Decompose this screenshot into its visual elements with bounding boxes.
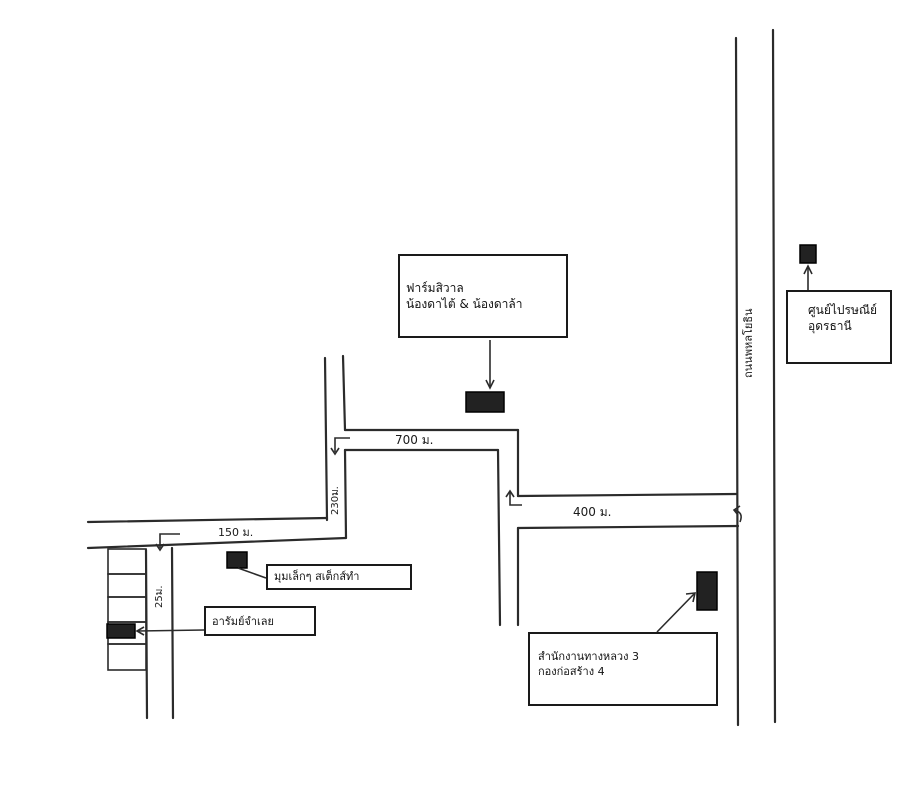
road-230-right-bottom [343,448,348,540]
highway-left-edge [734,36,740,727]
turn-arrow-icon [733,509,742,523]
highway-office-building-icon [696,571,718,611]
connector-inner [496,448,502,627]
shop-building-icon [226,551,248,569]
road-150-bottom [86,536,348,550]
highway-right-edge [771,28,777,724]
shop-name: มุมเล็กๆ สเต็กส์ทำ [274,570,360,583]
distance-150-label: 150 ม. [218,526,253,539]
distance-230-label: 230ม. [330,486,341,515]
turn-arrow-icon [334,437,350,452]
farm-name: ฟาร์มสิวาล [406,281,464,295]
road-400-bottom [516,524,740,530]
office-building-icon [106,623,136,639]
arrowhead-icon [155,543,165,552]
post-office-label-box: ศูนย์ไปรษณีย์ อุดรธานี [786,290,892,364]
shop-label-box: มุมเล็กๆ สเต็กส์ทำ [266,564,412,590]
row-houses [107,548,147,671]
arrowhead-icon [685,592,697,603]
road-230-left [323,356,329,522]
arrowhead-icon [485,379,495,390]
road-25-right [170,546,175,720]
highway-office-name: สำนักงานทางหลวง 3 [538,650,639,663]
office-name: อารัมย์จำเลย [212,615,274,628]
main-road-label: ถนนพหลโยธิน [741,308,755,378]
turn-arrow-icon [159,533,180,548]
distance-700-label: 700 ม. [395,433,433,447]
road-400-top [516,492,738,498]
arrowhead-icon [505,489,515,498]
distance-25-label: 25ม. [154,586,165,609]
highway-office-pointer [656,593,695,633]
arrowhead-icon [732,505,741,516]
turn-arrow-icon [509,492,522,506]
arrowhead-icon [330,447,340,456]
office-pointer [137,629,205,632]
post-office-building-icon [799,244,817,264]
farm-building-icon [465,391,505,413]
post-office-name: ศูนย์ไปรษณีย์ [808,303,878,317]
road-150-top [86,516,329,524]
distance-400-label: 400 ม. [573,505,611,519]
arrowhead-icon [803,264,813,275]
farm-subtitle: น้องดาไต้ & น้องดาล้า [406,297,523,312]
highway-office-division: กองก่อสร้าง 4 [538,664,605,678]
post-office-city: อุดรธานี [808,319,852,334]
road-230-right-top [341,354,347,432]
office-label-box: อารัมย์จำเลย [204,606,316,636]
arrowhead-icon [135,626,145,636]
highway-office-label-box: สำนักงานทางหลวง 3 กองก่อสร้าง 4 [528,632,718,706]
farm-label-box: ฟาร์มสิวาล น้องดาไต้ & น้องดาล้า [398,254,568,338]
shop-pointer [237,567,267,579]
